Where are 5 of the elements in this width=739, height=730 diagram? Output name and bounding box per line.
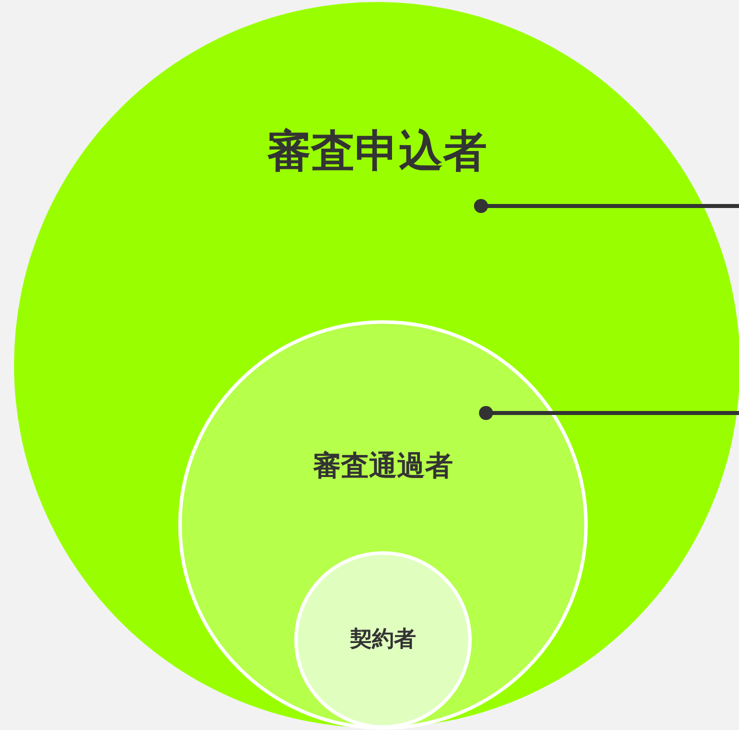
circle-label: 審査申込者 [267,130,487,174]
circle-label: 契約者 [350,629,416,651]
circle-label: 審査通過者 [313,452,453,480]
leader-line [474,199,739,213]
leader-line [479,406,739,420]
